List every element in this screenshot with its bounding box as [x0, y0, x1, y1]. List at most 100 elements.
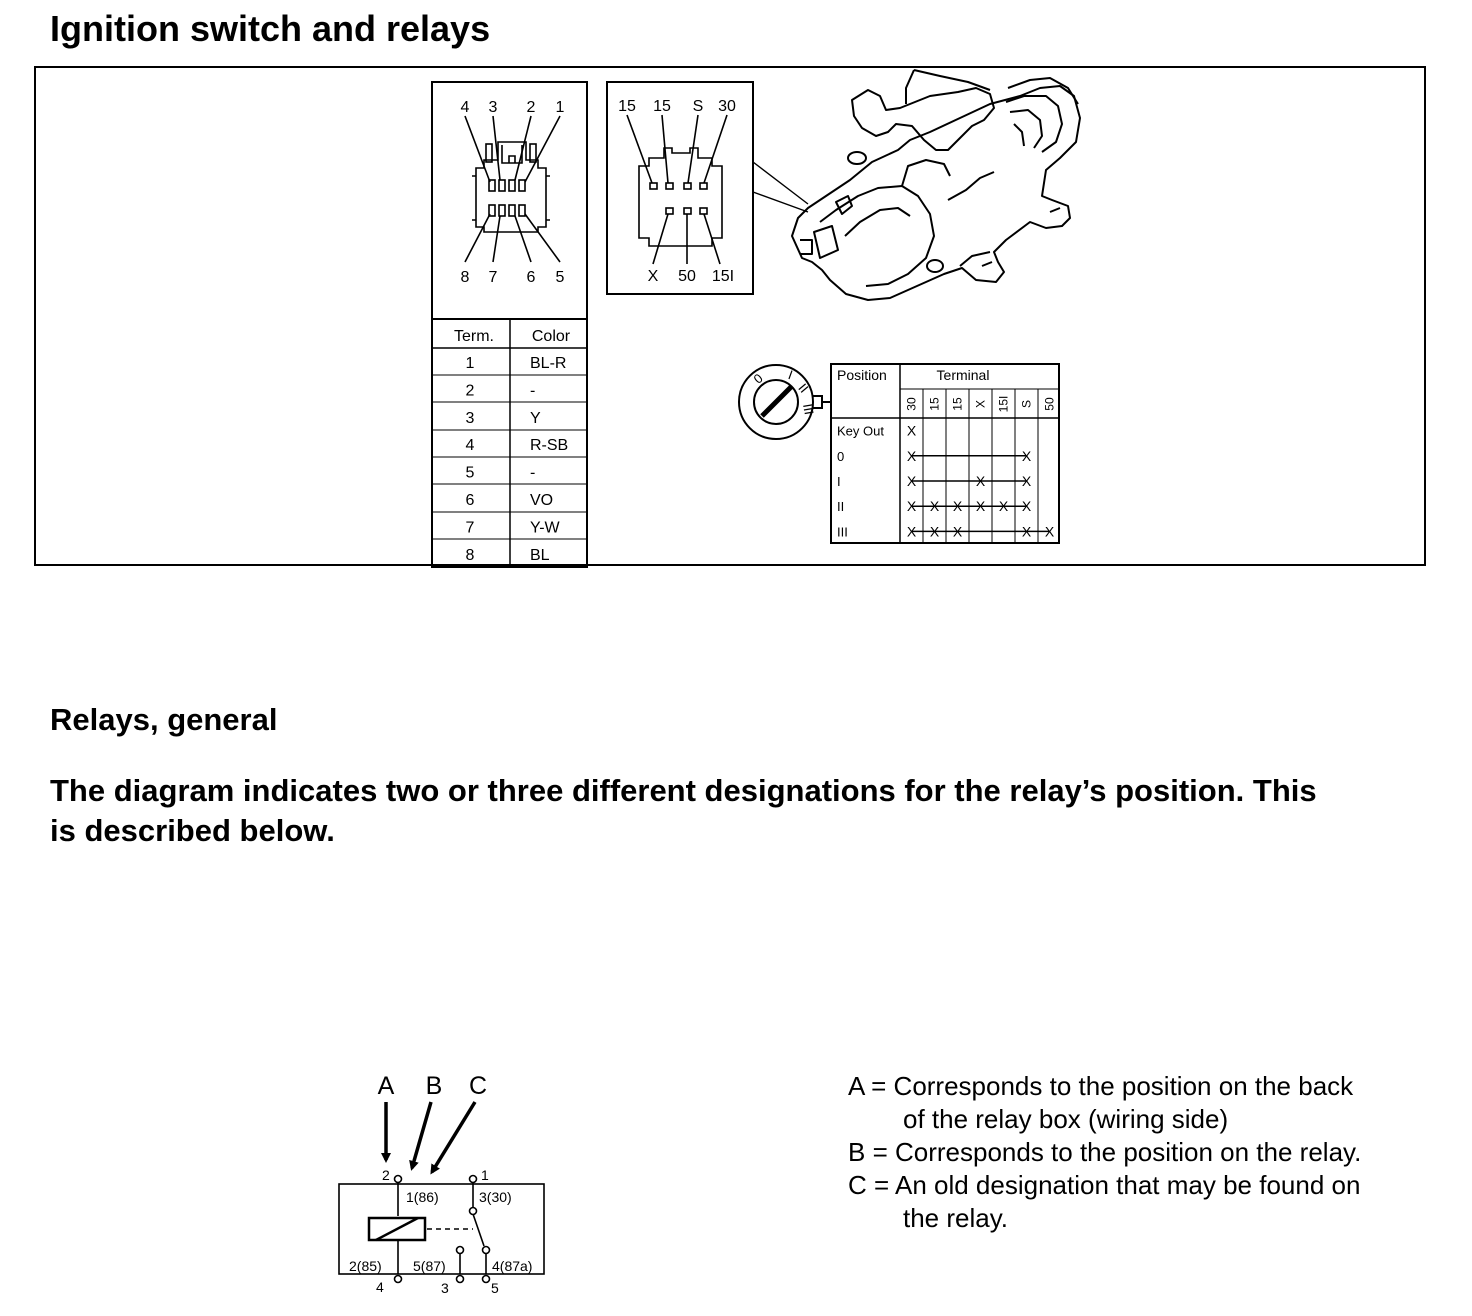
connector-panel: 4 3 2 1 8 7 6 5 — [431, 81, 588, 568]
table-header-color: Color — [532, 328, 571, 345]
legend-c-line-2: the relay. — [903, 1203, 1009, 1233]
relay-pin-label: 1 — [481, 1167, 489, 1183]
terminal-mark: X — [930, 498, 940, 514]
terminal-mark: X — [930, 523, 940, 539]
relay-pin-label: 1(86) — [406, 1189, 439, 1205]
relay-pin-label: 5 — [491, 1280, 499, 1296]
legend-a-line-1: A = Corresponds to the position on the b… — [848, 1071, 1354, 1101]
switch-pin-label: X — [648, 268, 659, 285]
color-cell: - — [530, 382, 535, 399]
connector-pin-label: 1 — [556, 99, 565, 116]
terminal-column-label: 50 — [1043, 397, 1057, 411]
legend-c-line-1: C = An old designation that may be found… — [848, 1170, 1361, 1200]
terminal-mark: X — [1022, 448, 1032, 464]
color-cell: VO — [530, 492, 553, 509]
terminal-mark: X — [1045, 523, 1055, 539]
relay-pin-label: 4(87a) — [492, 1258, 532, 1274]
terminal-mark: X — [1022, 498, 1032, 514]
relay-pin-label: 3 — [441, 1280, 449, 1296]
relay-pin-label: 3(30) — [479, 1189, 512, 1205]
color-cell: R-SB — [530, 437, 568, 454]
arrow-c-icon — [430, 1101, 477, 1175]
legend-a-line-2: of the relay box (wiring side) — [903, 1104, 1229, 1134]
term-color-table: Term. Color 1 BL-R 2 - 3 Y 4 R-SB 5 - 6 VO 7 Y-W 8 BL — [432, 319, 587, 567]
terminal-mark: X — [953, 523, 963, 539]
ignition-diagram: 4 3 2 1 8 7 6 5 — [431, 69, 1081, 568]
position-row-label: 0 — [837, 449, 844, 464]
switch-pin-label: S — [693, 98, 704, 115]
key-dial-label: I — [786, 367, 795, 382]
connector-pin-label: 8 — [461, 269, 470, 286]
relay-pin-label: 2(85) — [349, 1258, 382, 1274]
term-cell: 7 — [466, 519, 475, 536]
term-cell: 8 — [466, 547, 475, 564]
connector-icon — [464, 115, 561, 263]
terminal-mark: X — [976, 498, 986, 514]
key-dial-label: II — [795, 381, 811, 396]
terminal-column-label: 15 — [951, 397, 965, 411]
key-dial-icon — [738, 364, 830, 440]
intro-text-line-1: The diagram indicates two or three diffe… — [50, 773, 1317, 808]
intro-text-line-2: is described below. — [50, 813, 335, 848]
color-cell: - — [530, 465, 535, 482]
terminal-mark: X — [907, 448, 917, 464]
terminal-mark: X — [907, 423, 917, 439]
position-row-label: II — [837, 499, 844, 514]
arrow-label-b: B — [426, 1072, 443, 1100]
switch-pin-label: 30 — [718, 98, 736, 115]
terminal-column-label: 15I — [997, 396, 1011, 413]
terminal-mark: X — [1022, 523, 1032, 539]
relays-heading: Relays, general — [50, 702, 278, 737]
ignition-diagram-frame — [34, 66, 1426, 566]
arrow-label-c: C — [469, 1072, 487, 1100]
color-cell: Y-W — [530, 519, 561, 536]
legend-b-line-1: B = Corresponds to the position on the r… — [848, 1137, 1362, 1167]
page-title: Ignition switch and relays — [50, 8, 491, 49]
terminal-mark: X — [999, 498, 1009, 514]
switch-pin-label: 15 — [653, 98, 671, 115]
relay-legend: A = Corresponds to the position on the b… — [848, 1070, 1361, 1235]
term-cell: 5 — [466, 465, 475, 482]
color-cell: BL — [530, 547, 550, 564]
connector-pin-label: 6 — [527, 269, 536, 286]
connector-pin-label: 4 — [461, 99, 470, 116]
term-cell: 3 — [466, 410, 475, 427]
switch-pin-label: 15 — [618, 98, 636, 115]
connector-pin-label: 3 — [489, 99, 498, 116]
color-cell: BL-R — [530, 355, 566, 372]
term-cell: 2 — [466, 382, 475, 399]
terminal-mark: X — [976, 473, 986, 489]
terminal-mark: X — [907, 498, 917, 514]
relay-schematic-icon — [338, 1174, 545, 1284]
arrow-b-icon — [409, 1101, 433, 1171]
terminal-column-label: 15 — [928, 397, 942, 411]
term-cell: 4 — [466, 437, 475, 454]
term-cell: 6 — [466, 492, 475, 509]
terminal-mark: X — [1022, 473, 1032, 489]
position-row-label: Key Out — [837, 424, 884, 439]
term-cell: 1 — [466, 355, 475, 372]
connector-pin-label: 5 — [556, 269, 565, 286]
ignition-switch-icon — [791, 69, 1081, 301]
terminal-mark: X — [907, 473, 917, 489]
relay-diagram: A B C 2 1(86) 1 3(30) 2(85) 4 5(87) 3 4(… — [338, 1072, 545, 1296]
position-header: Position — [837, 367, 887, 383]
switch-connector-icon — [626, 114, 728, 265]
table-header-term: Term. — [454, 328, 494, 345]
terminal-mark: X — [953, 498, 963, 514]
terminal-mark: X — [907, 523, 917, 539]
switch-pin-label: 50 — [678, 268, 696, 285]
position-row-label: I — [837, 474, 841, 489]
switch-pin-panel: 15 15 S 30 X 50 15I — [606, 81, 809, 295]
connector-pin-label: 7 — [489, 269, 498, 286]
terminal-header: Terminal — [937, 367, 990, 383]
color-cell: Y — [530, 410, 541, 427]
relay-pin-label: 2 — [382, 1167, 390, 1183]
position-row-label: III — [837, 524, 848, 539]
key-dial-label: III — [800, 403, 817, 416]
terminal-column-label: S — [1020, 400, 1034, 408]
terminal-column-label: X — [974, 400, 988, 408]
connector-pin-label: 2 — [527, 99, 536, 116]
arrow-label-a: A — [378, 1072, 395, 1100]
